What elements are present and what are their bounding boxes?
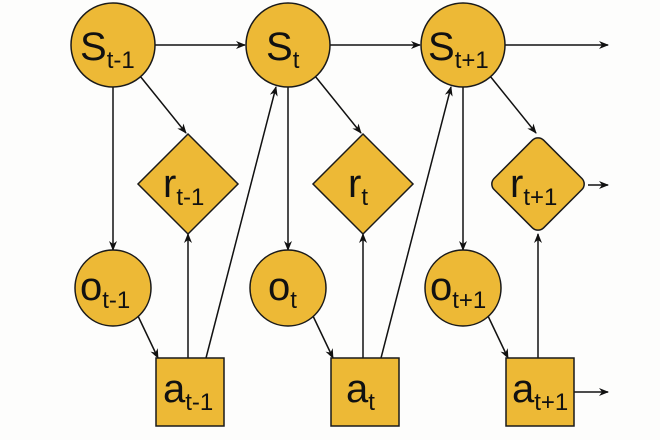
reward-node-t-plus-1: rt+1 <box>491 137 585 231</box>
observation-node-t: ot <box>249 249 327 327</box>
svg-text:ot-1: ot-1 <box>80 265 130 314</box>
edge-s0-r0 <box>139 75 187 134</box>
svg-text:ot+1: ot+1 <box>430 265 486 314</box>
edge-s2-r2 <box>489 75 537 134</box>
edge-o2-a2 <box>487 315 509 359</box>
edge-a0-s1 <box>205 86 278 359</box>
svg-text:St+1: St+1 <box>428 25 489 74</box>
svg-text:rt+1: rt+1 <box>510 162 557 211</box>
state-node-t-minus-1: St-1 <box>70 2 156 88</box>
state-node-t: St <box>245 2 331 88</box>
svg-text:St-1: St-1 <box>80 25 135 74</box>
action-node-t-minus-1: at-1 <box>155 357 225 427</box>
svg-text:ot: ot <box>268 265 297 314</box>
svg-text:rt-1: rt-1 <box>163 162 204 211</box>
edge-a1-s2 <box>380 86 453 359</box>
svg-text:at-1: at-1 <box>163 367 213 416</box>
state-node-t-plus-1: St+1 <box>420 2 506 88</box>
edge-o0-a0 <box>137 315 159 359</box>
observation-node-t-minus-1: ot-1 <box>74 249 152 327</box>
edge-s1-r1 <box>314 75 362 134</box>
svg-text:at+1: at+1 <box>512 367 568 416</box>
action-node-t: at <box>330 357 400 427</box>
edges <box>109 41 609 396</box>
edge-o1-a1 <box>312 315 334 359</box>
svg-text:St: St <box>266 25 300 74</box>
reward-node-t: rt <box>311 132 415 236</box>
observation-node-t-plus-1: ot+1 <box>424 249 502 327</box>
action-node-t-plus-1: at+1 <box>505 357 575 427</box>
svg-text:at: at <box>346 367 375 416</box>
reward-node-t-minus-1: rt-1 <box>136 132 240 236</box>
svg-text:rt: rt <box>348 162 368 211</box>
